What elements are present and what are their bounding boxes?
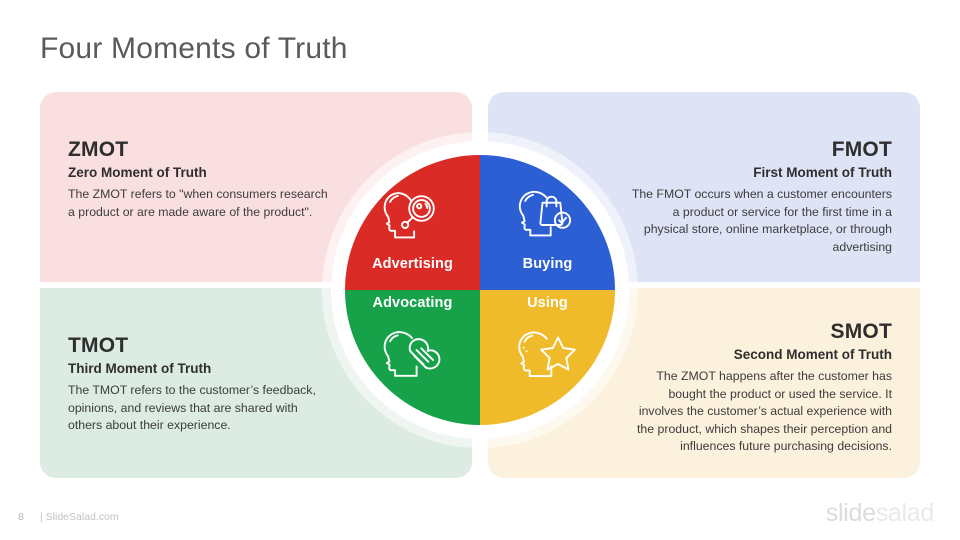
page-title: Four Moments of Truth [40, 32, 348, 65]
wheel-label-using: Using [527, 295, 568, 311]
panel-fmot-subtitle: First Moment of Truth [753, 165, 892, 181]
panel-smot-inner: SMOT Second Moment of Truth The ZMOT hap… [630, 312, 892, 456]
panel-tmot-inner: TMOT Third Moment of Truth The TMOT refe… [68, 312, 330, 435]
slidesalad-logo: slidesalad [825, 499, 935, 528]
wheel-quadrant-advocating[interactable] [345, 290, 480, 425]
wheel-label-advocating: Advocating [372, 295, 453, 311]
panel-fmot-inner: FMOT First Moment of Truth The FMOT occu… [630, 116, 892, 256]
panel-fmot-body: The FMOT occurs when a customer encounte… [631, 187, 892, 254]
panel-zmot-inner: ZMOT Zero Moment of Truth The ZMOT refer… [68, 116, 330, 221]
wheel-quadrant-using[interactable] [480, 290, 615, 425]
panel-tmot-code: TMOT [68, 334, 129, 357]
panel-zmot-body: The ZMOT refers to "when consumers resea… [68, 187, 328, 219]
footer-site-label: | SlideSalad.com [40, 511, 119, 523]
panel-tmot-body: The TMOT refers to the customer’s feedba… [68, 383, 316, 433]
head-thumbs-up-icon [381, 327, 445, 387]
wheel-quadrant-advertising[interactable] [345, 155, 480, 290]
panel-fmot-code: FMOT [831, 138, 892, 161]
panel-smot-body: The ZMOT happens after the customer has … [637, 369, 892, 454]
head-star-icon [516, 327, 580, 387]
wheel-label-buying: Buying [522, 256, 573, 272]
panel-smot-code: SMOT [830, 320, 892, 343]
panel-smot-subtitle: Second Moment of Truth [733, 347, 892, 363]
head-shopping-bag-check-icon [516, 187, 580, 247]
footer-page-number: 8 [18, 511, 24, 523]
head-magnifier-icon [381, 187, 445, 247]
wheel-quadrant-buying[interactable] [480, 155, 615, 290]
logo-text-slide: slide [825, 499, 876, 527]
logo-text-salad: salad [875, 499, 935, 527]
panel-tmot-subtitle: Third Moment of Truth [68, 361, 212, 377]
wheel-label-advertising: Advertising [372, 256, 453, 272]
four-moments-wheel: Advertising Buying Advocating Using [345, 155, 615, 425]
panel-zmot-subtitle: Zero Moment of Truth [68, 165, 207, 181]
panel-zmot-code: ZMOT [68, 138, 129, 161]
